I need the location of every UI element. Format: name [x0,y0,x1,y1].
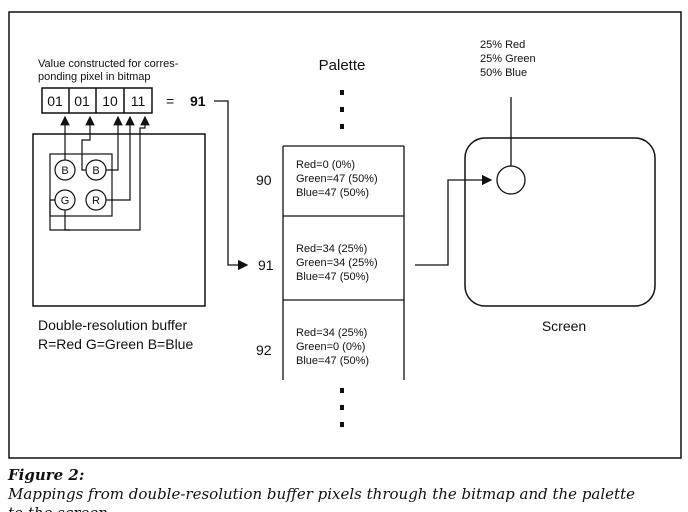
bit-arrows [49,115,150,231]
entry-line: Blue=47 (50%) [296,187,369,199]
pixel-r: R [92,195,100,207]
entry-line: Green=34 (25%) [296,257,378,269]
arrow-to-palette [214,100,249,271]
bitmap-cells [41,87,153,114]
screen-label: Screen [542,318,586,334]
palette-table [282,145,405,380]
pixel-color-line: 25% Red [480,39,525,51]
figure-frame [8,11,682,459]
caption-text: Mappings from double-resolution buffer p… [8,485,635,512]
bitmap-cell: 10 [102,93,118,109]
palette-entries: Red=0 (0%) Green=47 (50%) Blue=47 (50%) … [296,159,378,367]
pixel-b: B [61,165,68,177]
bitmap-label-1: Value constructed for corres- [38,58,179,70]
entry-line: Blue=47 (50%) [296,271,369,283]
ellipsis-dots [340,90,344,427]
screen-pixel [496,165,526,195]
pixel-grid [49,153,113,217]
bitmap-cell: 11 [131,93,146,109]
buffer-box [32,133,206,307]
figure-caption: Figure 2: Mappings from double-resolutio… [8,466,688,512]
caption-label: Figure 2: [8,466,85,484]
palette-index: 92 [256,342,272,358]
equals-sign: = [166,93,174,109]
bitmap-value: 91 [190,93,206,109]
arrow-to-screen [415,174,493,266]
pixel-g: G [61,195,70,207]
bitmap-label-2: ponding pixel in bitmap [38,71,151,83]
entry-line: Red=34 (25%) [296,327,367,339]
palette-title: Palette [319,57,366,74]
entry-line: Red=0 (0%) [296,159,355,171]
palette-index: 90 [256,172,272,188]
buffer-label-1: Double-resolution buffer [38,317,188,333]
screen-box [464,137,656,307]
palette-index: 91 [258,257,274,273]
buffer-label-2: R=Red G=Green B=Blue [38,336,193,352]
bitmap-cell: 01 [47,93,63,109]
entry-line: Green=47 (50%) [296,173,378,185]
entry-line: Red=34 (25%) [296,243,367,255]
pixel-color-line: 50% Blue [480,67,527,79]
pixel-b: B [92,165,99,177]
entry-line: Blue=47 (50%) [296,355,369,367]
entry-line: Green=0 (0%) [296,341,365,353]
bitmap-cell: 01 [74,93,90,109]
pixel-color-line: 25% Green [480,53,536,65]
